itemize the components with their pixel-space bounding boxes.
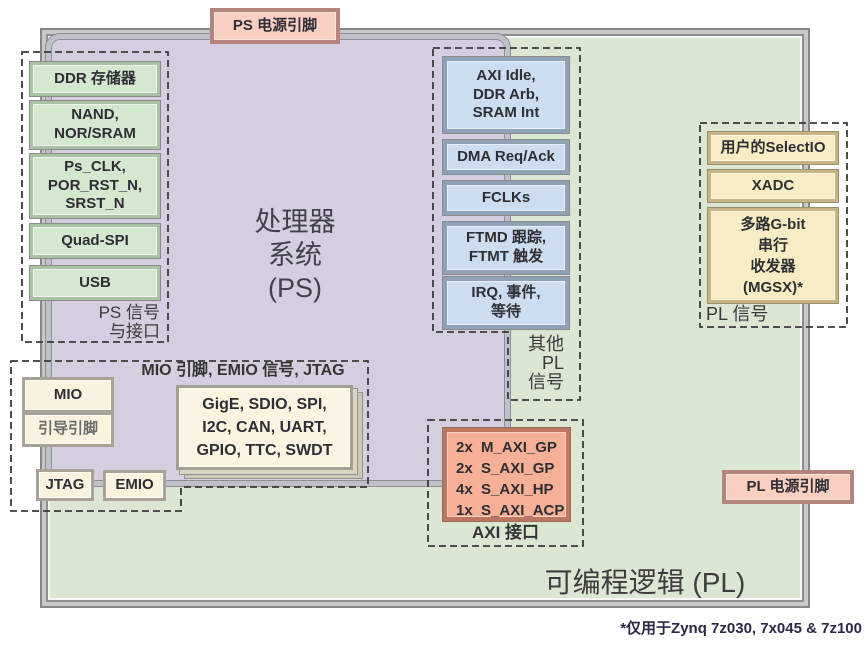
fclks-box: FCLKs	[443, 181, 569, 215]
ftmd-ftmt-box: FTMD 跟踪, FTMT 触发	[443, 222, 569, 274]
programmable-logic-title: 可编程逻辑 (PL)	[544, 567, 746, 598]
mio-group-title: MIO 引脚, EMIO 信号, JTAG	[141, 362, 345, 379]
xadc-box: XADC	[708, 170, 838, 202]
peripherals-card: GigE, SDIO, SPI, I2C, CAN, UART, GPIO, T…	[176, 385, 353, 470]
boot-pins-box: 引导引脚	[22, 412, 114, 447]
axi-idle-ddr-arb-sram-int-box: AXI Idle, DDR Arb, SRAM Int	[443, 57, 569, 133]
nand-nor-sram-box: NAND, NOR/SRAM	[30, 101, 160, 149]
irq-events-wait-box: IRQ, 事件, 等待	[443, 277, 569, 329]
emio-box: EMIO	[103, 470, 166, 501]
mgsx-transceiver-box: 多路G-bit 串行 收发器 (MGSX)*	[708, 208, 838, 303]
usb-box: USB	[30, 266, 160, 300]
clock-reset-box: Ps_CLK, POR_RST_N, SRST_N	[30, 154, 160, 218]
dma-req-ack-box: DMA Req/Ack	[443, 140, 569, 174]
processor-system-title: 处理器 系统 (PS)	[254, 207, 336, 303]
ps-signals-label: PS 信号 与接口	[98, 303, 160, 341]
pl-signals-label: PL 信号	[706, 304, 769, 324]
pl-power-pins-label: PL 电源引脚	[722, 470, 854, 504]
quad-spi-box: Quad-SPI	[30, 224, 160, 258]
other-pl-signals-label: 其他 PL 信号	[528, 334, 564, 392]
axi-interfaces-label: AXI 接口	[471, 523, 540, 542]
footnote: *仅用于Zynq 7z030, 7x045 & 7z100	[620, 620, 862, 637]
user-selectio-box: 用户的SelectIO	[708, 132, 838, 164]
ddr-memory-box: DDR 存储器	[30, 62, 160, 96]
axi-interfaces-box: 2x M_AXI_GP 2x S_AXI_GP 4x S_AXI_HP 1x S…	[443, 428, 570, 521]
jtag-box: JTAG	[36, 469, 94, 501]
ps-power-pins-label: PS 电源引脚	[210, 8, 340, 44]
mio-box: MIO	[22, 377, 114, 413]
